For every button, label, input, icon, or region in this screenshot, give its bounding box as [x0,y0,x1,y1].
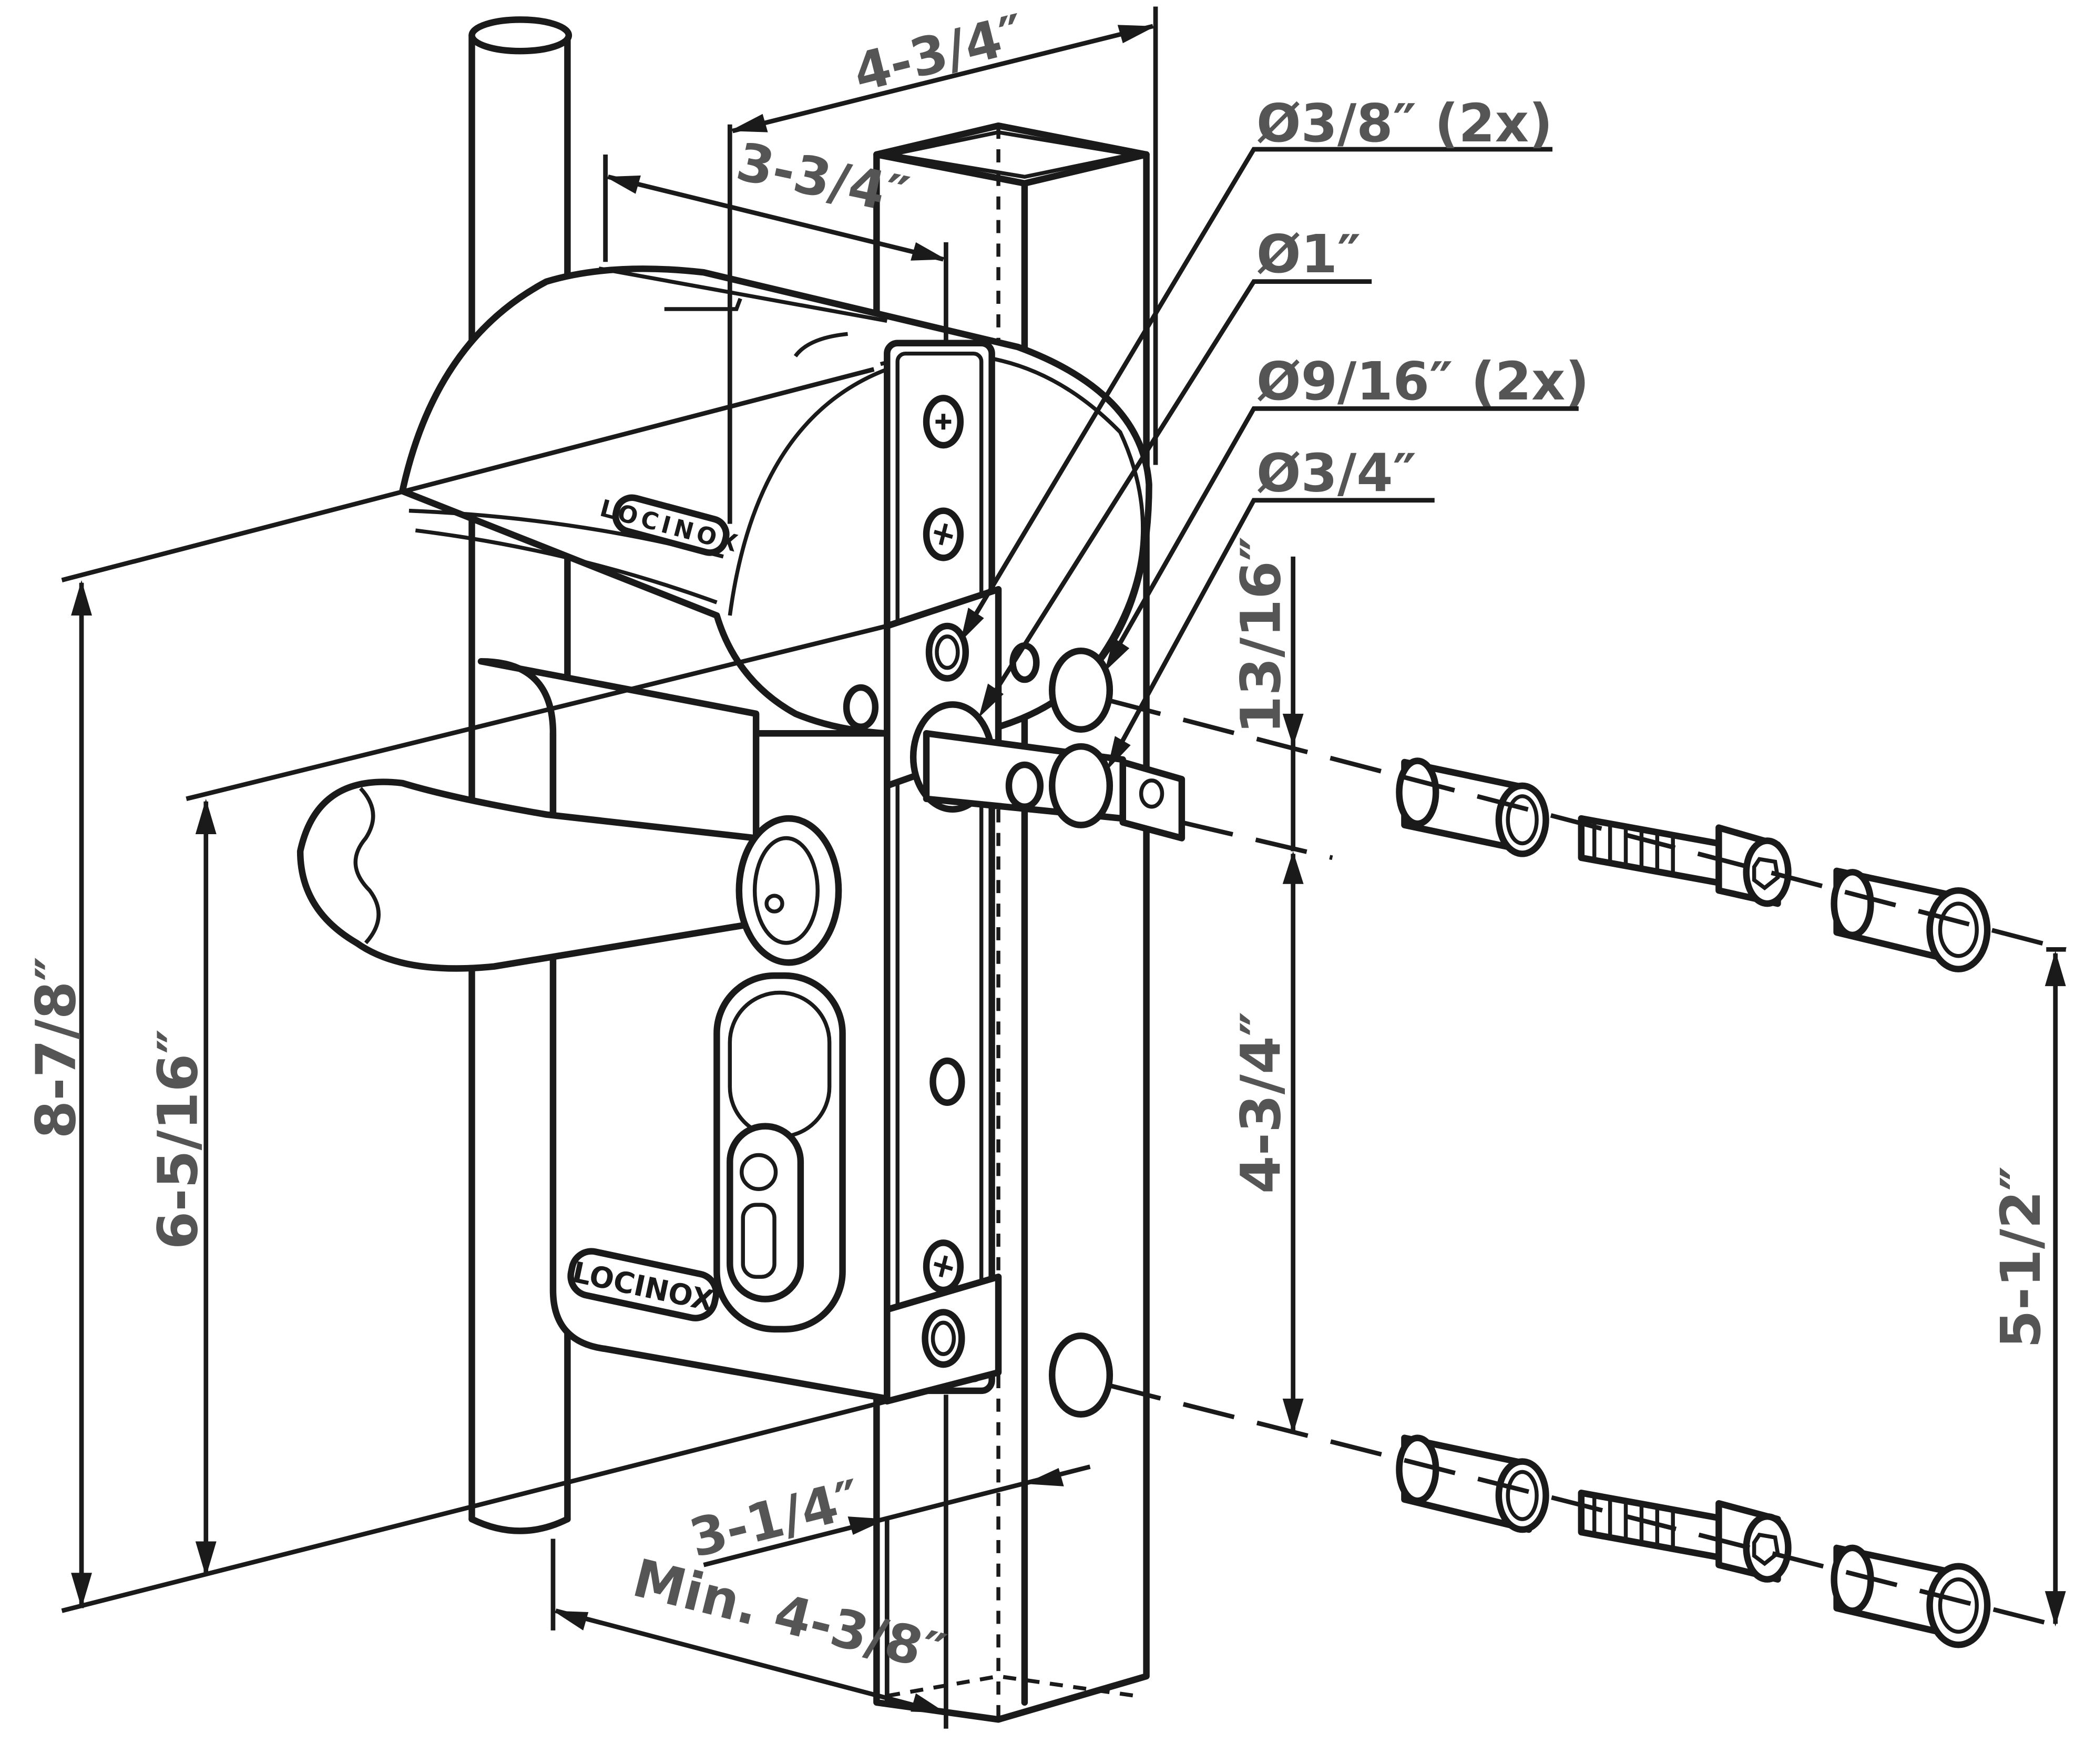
callout-texts: Ø3/8″ (2x) Ø1″ Ø9/16″ (2x) Ø3/4″ [1256,93,1589,504]
dim-bolt-to-fixing: 4-3/4″ [1229,1011,1293,1194]
dim-backset: 3-1/4″ [684,1468,867,1569]
forend-plate [884,340,995,1394]
dim-overall-height: 8-7/8″ [24,957,88,1139]
callout-hole-bolt: Ø3/4″ [1256,443,1416,504]
fixing-centre-lines [1109,698,2067,1630]
extension-lines [61,6,2066,1729]
dimension-lines [71,24,2066,1716]
callout-hole-small: Ø3/8″ (2x) [1256,93,1553,154]
callout-hole-latch: Ø1″ [1256,224,1361,285]
fixing-bolt-lower [1578,1490,1792,1583]
cover-cap-upper [1831,867,1991,972]
callout-hole-mid: Ø9/16″ (2x) [1256,351,1589,412]
lever-handle [297,778,842,972]
fixing-bolt-upper [1578,815,1792,907]
cover-cap-lower [1831,1544,1991,1648]
cylinder-rosette [713,972,846,1333]
dim-overall-depth: 4-3/4″ [847,3,1031,104]
latch-bolt [909,701,1186,842]
dim-bolt-offset: 13/16″ [1229,536,1293,734]
dim-fixing-spacing: 5-1/2″ [1989,1166,2053,1348]
forend-screws [843,395,1040,1368]
callout-leaders [960,147,1579,770]
dim-handle-to-bottom: 6-5/16″ [146,1029,210,1250]
profile-holes [1048,648,1113,1418]
fixing-sleeve-lower [1396,1434,1549,1533]
